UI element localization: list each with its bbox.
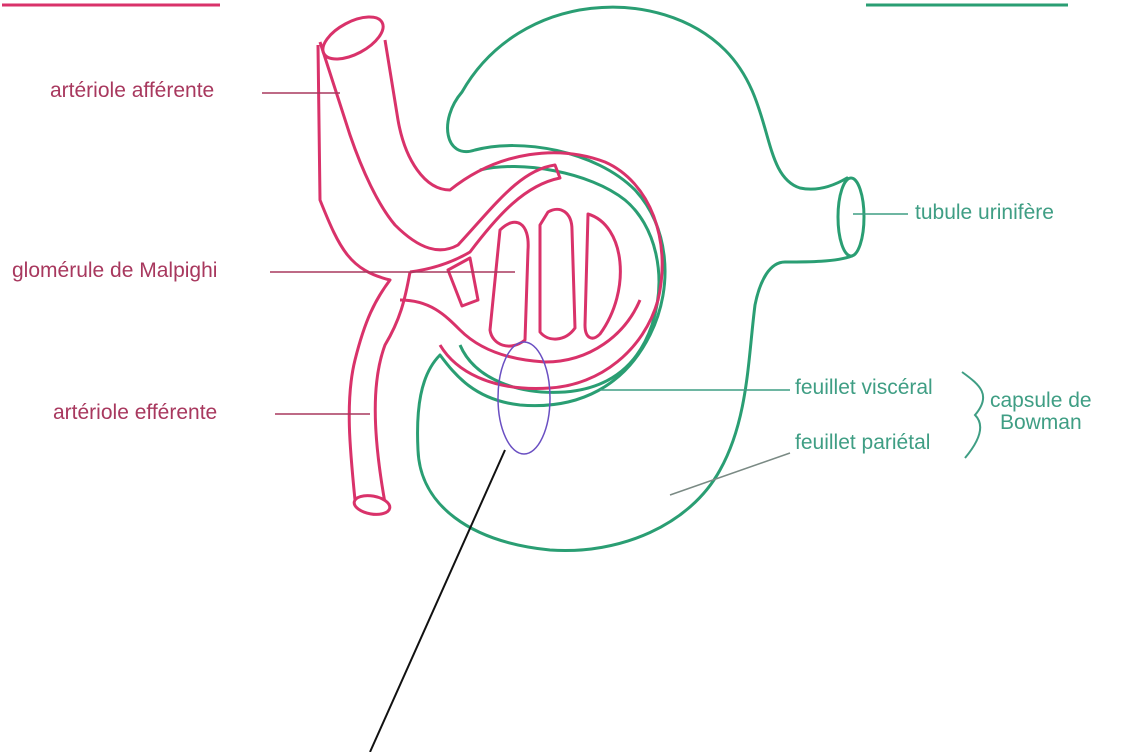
label-bowman-line2: Bowman bbox=[990, 412, 1092, 434]
label-tubule: tubule urinifère bbox=[915, 202, 1054, 224]
efferent-opening bbox=[353, 493, 392, 517]
label-parietal-layer: feuillet pariétal bbox=[795, 432, 930, 454]
glomerulus-loops bbox=[448, 209, 620, 346]
label-efferent-arteriole: artériole efférente bbox=[53, 402, 217, 424]
label-glomerulus: glomérule de Malpighi bbox=[12, 260, 217, 282]
visceral-layer bbox=[460, 167, 659, 393]
label-visceral-layer: feuillet viscéral bbox=[795, 377, 933, 399]
tubule-opening bbox=[838, 178, 864, 256]
capillary-loop-1 bbox=[448, 258, 478, 306]
capillary-loop-2 bbox=[490, 222, 528, 346]
afferent-arteriole-outer bbox=[385, 40, 662, 388]
pointer-line bbox=[370, 450, 505, 752]
capillary-loop-4 bbox=[585, 214, 620, 338]
label-bowman-capsule: capsule de Bowman bbox=[990, 390, 1092, 434]
label-afferent-arteriole: artériole afférente bbox=[50, 80, 214, 102]
efferent-arteriole-inner bbox=[400, 300, 640, 362]
capillary-loop-3 bbox=[540, 209, 575, 339]
parietal-layer-outline bbox=[418, 7, 852, 550]
bowman-brace bbox=[962, 372, 983, 458]
label-bowman-line1: capsule de bbox=[990, 390, 1092, 412]
bowman-capsule bbox=[418, 7, 852, 550]
afferent-opening bbox=[316, 8, 389, 67]
leader-parietal bbox=[670, 453, 790, 495]
